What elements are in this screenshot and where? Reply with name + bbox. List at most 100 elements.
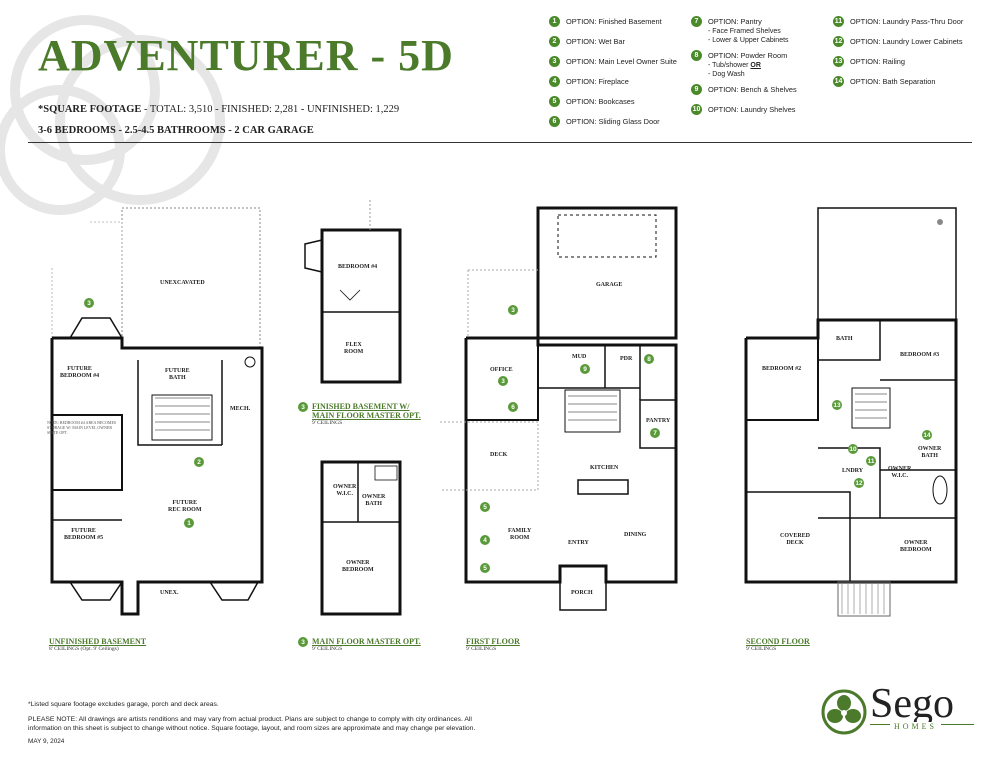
room-label: FAMILY ROOM <box>508 528 532 541</box>
room-label: DECK <box>490 452 508 458</box>
option-number-badge: 14 <box>833 76 844 87</box>
option-marker: 7 <box>650 428 660 438</box>
option-marker: 5 <box>480 563 490 573</box>
room-label: OWNER BEDROOM <box>900 540 932 553</box>
option-label: OPTION: Laundry Lower Cabinets <box>850 37 963 46</box>
option-number-badge: 10 <box>691 104 702 115</box>
option-label: OPTION: Bench & Shelves <box>708 85 797 94</box>
option-number-badge: 6 <box>549 116 560 127</box>
option-sub-text: - Tub/shower <box>708 62 749 69</box>
plan-caption-title: FINISHED BASEMENT W/ <box>312 402 410 411</box>
sego-lily-icon <box>821 689 867 735</box>
option-marker: 10 <box>848 444 858 454</box>
plan-caption-title: MAIN FLOOR MASTER OPT. <box>312 637 421 646</box>
option-label: OPTION: Laundry Shelves <box>708 105 796 114</box>
room-label: LNDRY <box>842 468 864 474</box>
option-label: OPTION: Laundry Pass-Thru Door <box>850 17 964 26</box>
room-label: OWNER BEDROOM <box>342 560 374 573</box>
option-marker: 13 <box>832 400 842 410</box>
room-label: BEDROOM #4 <box>338 264 378 270</box>
room-label: COVERED DECK <box>780 533 811 546</box>
basement-note: NOTE: BEDROOM #4 AREA BECOMES STORAGE W/… <box>47 420 117 435</box>
option-marker: 3 <box>84 298 94 308</box>
option-sub-item: - Dog Wash <box>708 71 745 78</box>
option-label: OPTION: Bath Separation <box>850 77 936 86</box>
basement-plan <box>50 207 264 616</box>
room-label: GARAGE <box>596 282 623 288</box>
room-label: FUTURE BEDROOM #4 <box>60 366 100 379</box>
square-footage: *SQUARE FOOTAGE - TOTAL: 3,510 - FINISHE… <box>38 104 399 115</box>
room-label: PDR <box>620 356 633 362</box>
room-label: BEDROOM #3 <box>900 352 940 358</box>
option-item: 2 OPTION: Wet Bar <box>549 36 677 47</box>
option-number-badge: 4 <box>549 76 560 87</box>
option-label: OPTION: Wet Bar <box>566 37 625 46</box>
option-sub-item: - Tub/shower OR <box>691 61 797 70</box>
room-label: PORCH <box>571 590 593 596</box>
plan-caption-sub: 9' CEILINGS <box>312 420 343 426</box>
room-label: OWNER BATH <box>918 446 942 459</box>
room-label: MUD <box>572 354 587 360</box>
option-number-badge: 5 <box>549 96 560 107</box>
option-marker: 2 <box>194 457 204 467</box>
option-label: OPTION: Powder Room <box>708 51 788 60</box>
plan-caption-title: FIRST FLOOR <box>466 637 520 646</box>
plan-caption-sub: 9' CEILINGS <box>312 646 343 652</box>
option-sub-item: - Lower & Upper Cabinets <box>708 37 789 44</box>
plan-caption-title: SECOND FLOOR <box>746 637 810 646</box>
option-sub-or: OR <box>750 62 761 69</box>
room-label: FLEX ROOM <box>344 342 364 355</box>
option-marker: 3 <box>298 637 308 647</box>
option-marker: 3 <box>498 376 508 386</box>
square-footage-values: - TOTAL: 3,510 - FINISHED: 2,281 - UNFIN… <box>141 104 400 115</box>
option-marker: 1 <box>184 518 194 528</box>
option-marker: 14 <box>922 430 932 440</box>
disclaimer-line-2: information on this sheet is subject to … <box>28 725 476 732</box>
room-label: OWNER BATH <box>362 494 386 507</box>
option-item: 6 OPTION: Sliding Glass Door <box>549 116 677 127</box>
option-number-badge: 13 <box>833 56 844 67</box>
option-label: OPTION: Sliding Glass Door <box>566 117 660 126</box>
room-label: FUTURE REC ROOM <box>168 500 202 513</box>
option-label: OPTION: Fireplace <box>566 77 629 86</box>
option-number-badge: 2 <box>549 36 560 47</box>
publish-date: MAY 9, 2024 <box>28 738 65 745</box>
plan-title: ADVENTURER - 5D <box>38 31 454 80</box>
option-marker: 12 <box>854 478 864 488</box>
option-item: 10 OPTION: Laundry Shelves <box>691 104 797 115</box>
option-marker: 3 <box>508 305 518 315</box>
room-label: ENTRY <box>568 540 589 546</box>
main-master-caption: 3 MAIN FLOOR MASTER OPT. 9' CEILINGS <box>298 637 421 652</box>
option-item: 9 OPTION: Bench & Shelves <box>691 84 797 95</box>
square-footage-label: *SQUARE FOOTAGE <box>38 104 142 115</box>
option-number-badge: 9 <box>691 84 702 95</box>
option-marker: 4 <box>480 535 490 545</box>
option-marker: 11 <box>866 456 876 466</box>
bed-bath-summary: 3-6 BEDROOMS - 2.5-4.5 BATHROOMS - 2 CAR… <box>38 125 314 136</box>
room-label: OWNER W.I.C. <box>888 466 912 479</box>
basement-plan-caption: UNFINISHED BASEMENT 8' CEILINGS (Opt. 9'… <box>49 637 146 652</box>
room-label: OWNER W.I.C. <box>333 484 357 497</box>
sego-homes-logo: Sego HOMES <box>820 681 980 746</box>
header-divider <box>28 142 972 143</box>
finished-basement-plan <box>304 200 402 384</box>
main-master-plan <box>320 460 402 616</box>
room-label: BEDROOM #2 <box>762 366 802 372</box>
room-label: UNEXCAVATED <box>160 280 205 286</box>
option-marker: 3 <box>298 402 308 412</box>
option-label: OPTION: Finished Basement <box>566 17 662 26</box>
room-label: UNEX. <box>160 590 179 596</box>
plan-caption-title: UNFINISHED BASEMENT <box>49 637 147 646</box>
logo-subtext: HOMES <box>890 722 942 731</box>
option-marker: 6 <box>508 402 518 412</box>
option-label: OPTION: Pantry <box>708 17 762 26</box>
room-label: PANTRY <box>646 418 671 424</box>
